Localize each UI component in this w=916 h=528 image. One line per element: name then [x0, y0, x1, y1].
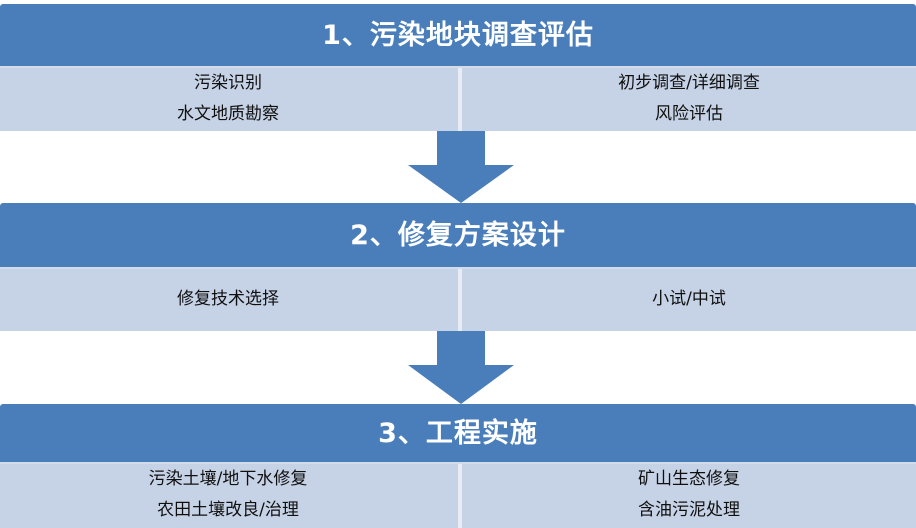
down-arrow-icon-2: [408, 331, 514, 404]
stage-block-1: 1、污染地块调查评估 污染识别 水文地质勘察 初步调查/详细调查 风险评估: [0, 4, 916, 131]
stage-1-right-item-2: 风险评估: [655, 103, 723, 124]
stage-2-right-item-1: 小试/中试: [652, 288, 726, 309]
stage-1-right-item-1: 初步调查/详细调查: [618, 72, 760, 93]
stage-3-left-item-1: 污染土壤/地下水修复: [148, 469, 308, 490]
stage-3-right-column: 矿山生态修复 含油污泥处理: [458, 462, 916, 528]
stage-1-left-item-1: 污染识别: [194, 72, 262, 93]
stage-2-header: 2、修复方案设计: [0, 203, 916, 267]
stage-1-header: 1、污染地块调查评估: [0, 4, 916, 66]
stage-2-left-column: 修复技术选择: [0, 267, 458, 331]
stage-2-body: 修复技术选择 小试/中试: [0, 267, 916, 331]
stage-3-left-item-2: 农田土壤改良/治理: [157, 500, 299, 520]
stage-3-right-item-1: 矿山生态修复: [638, 469, 740, 490]
stage-2-left-item-1: 修复技术选择: [177, 288, 279, 309]
stage-block-2: 2、修复方案设计 修复技术选择 小试/中试: [0, 203, 916, 331]
stage-1-left-column: 污染识别 水文地质勘察: [0, 66, 458, 131]
stage-3-left-column: 污染土壤/地下水修复 农田土壤改良/治理: [0, 462, 458, 528]
stage-3-right-item-2: 含油污泥处理: [638, 500, 740, 520]
stage-block-3: 3、工程实施 污染土壤/地下水修复 农田土壤改良/治理 矿山生态修复 含油污泥处…: [0, 404, 916, 528]
stage-1-right-column: 初步调查/详细调查 风险评估: [458, 66, 916, 131]
stage-3-body: 污染土壤/地下水修复 农田土壤改良/治理 矿山生态修复 含油污泥处理: [0, 462, 916, 528]
stage-1-left-item-2: 水文地质勘察: [177, 103, 279, 124]
stage-3-header: 3、工程实施: [0, 404, 916, 462]
stage-1-body: 污染识别 水文地质勘察 初步调查/详细调查 风险评估: [0, 66, 916, 131]
down-arrow-icon-1: [408, 131, 514, 203]
stage-2-right-column: 小试/中试: [458, 267, 916, 331]
